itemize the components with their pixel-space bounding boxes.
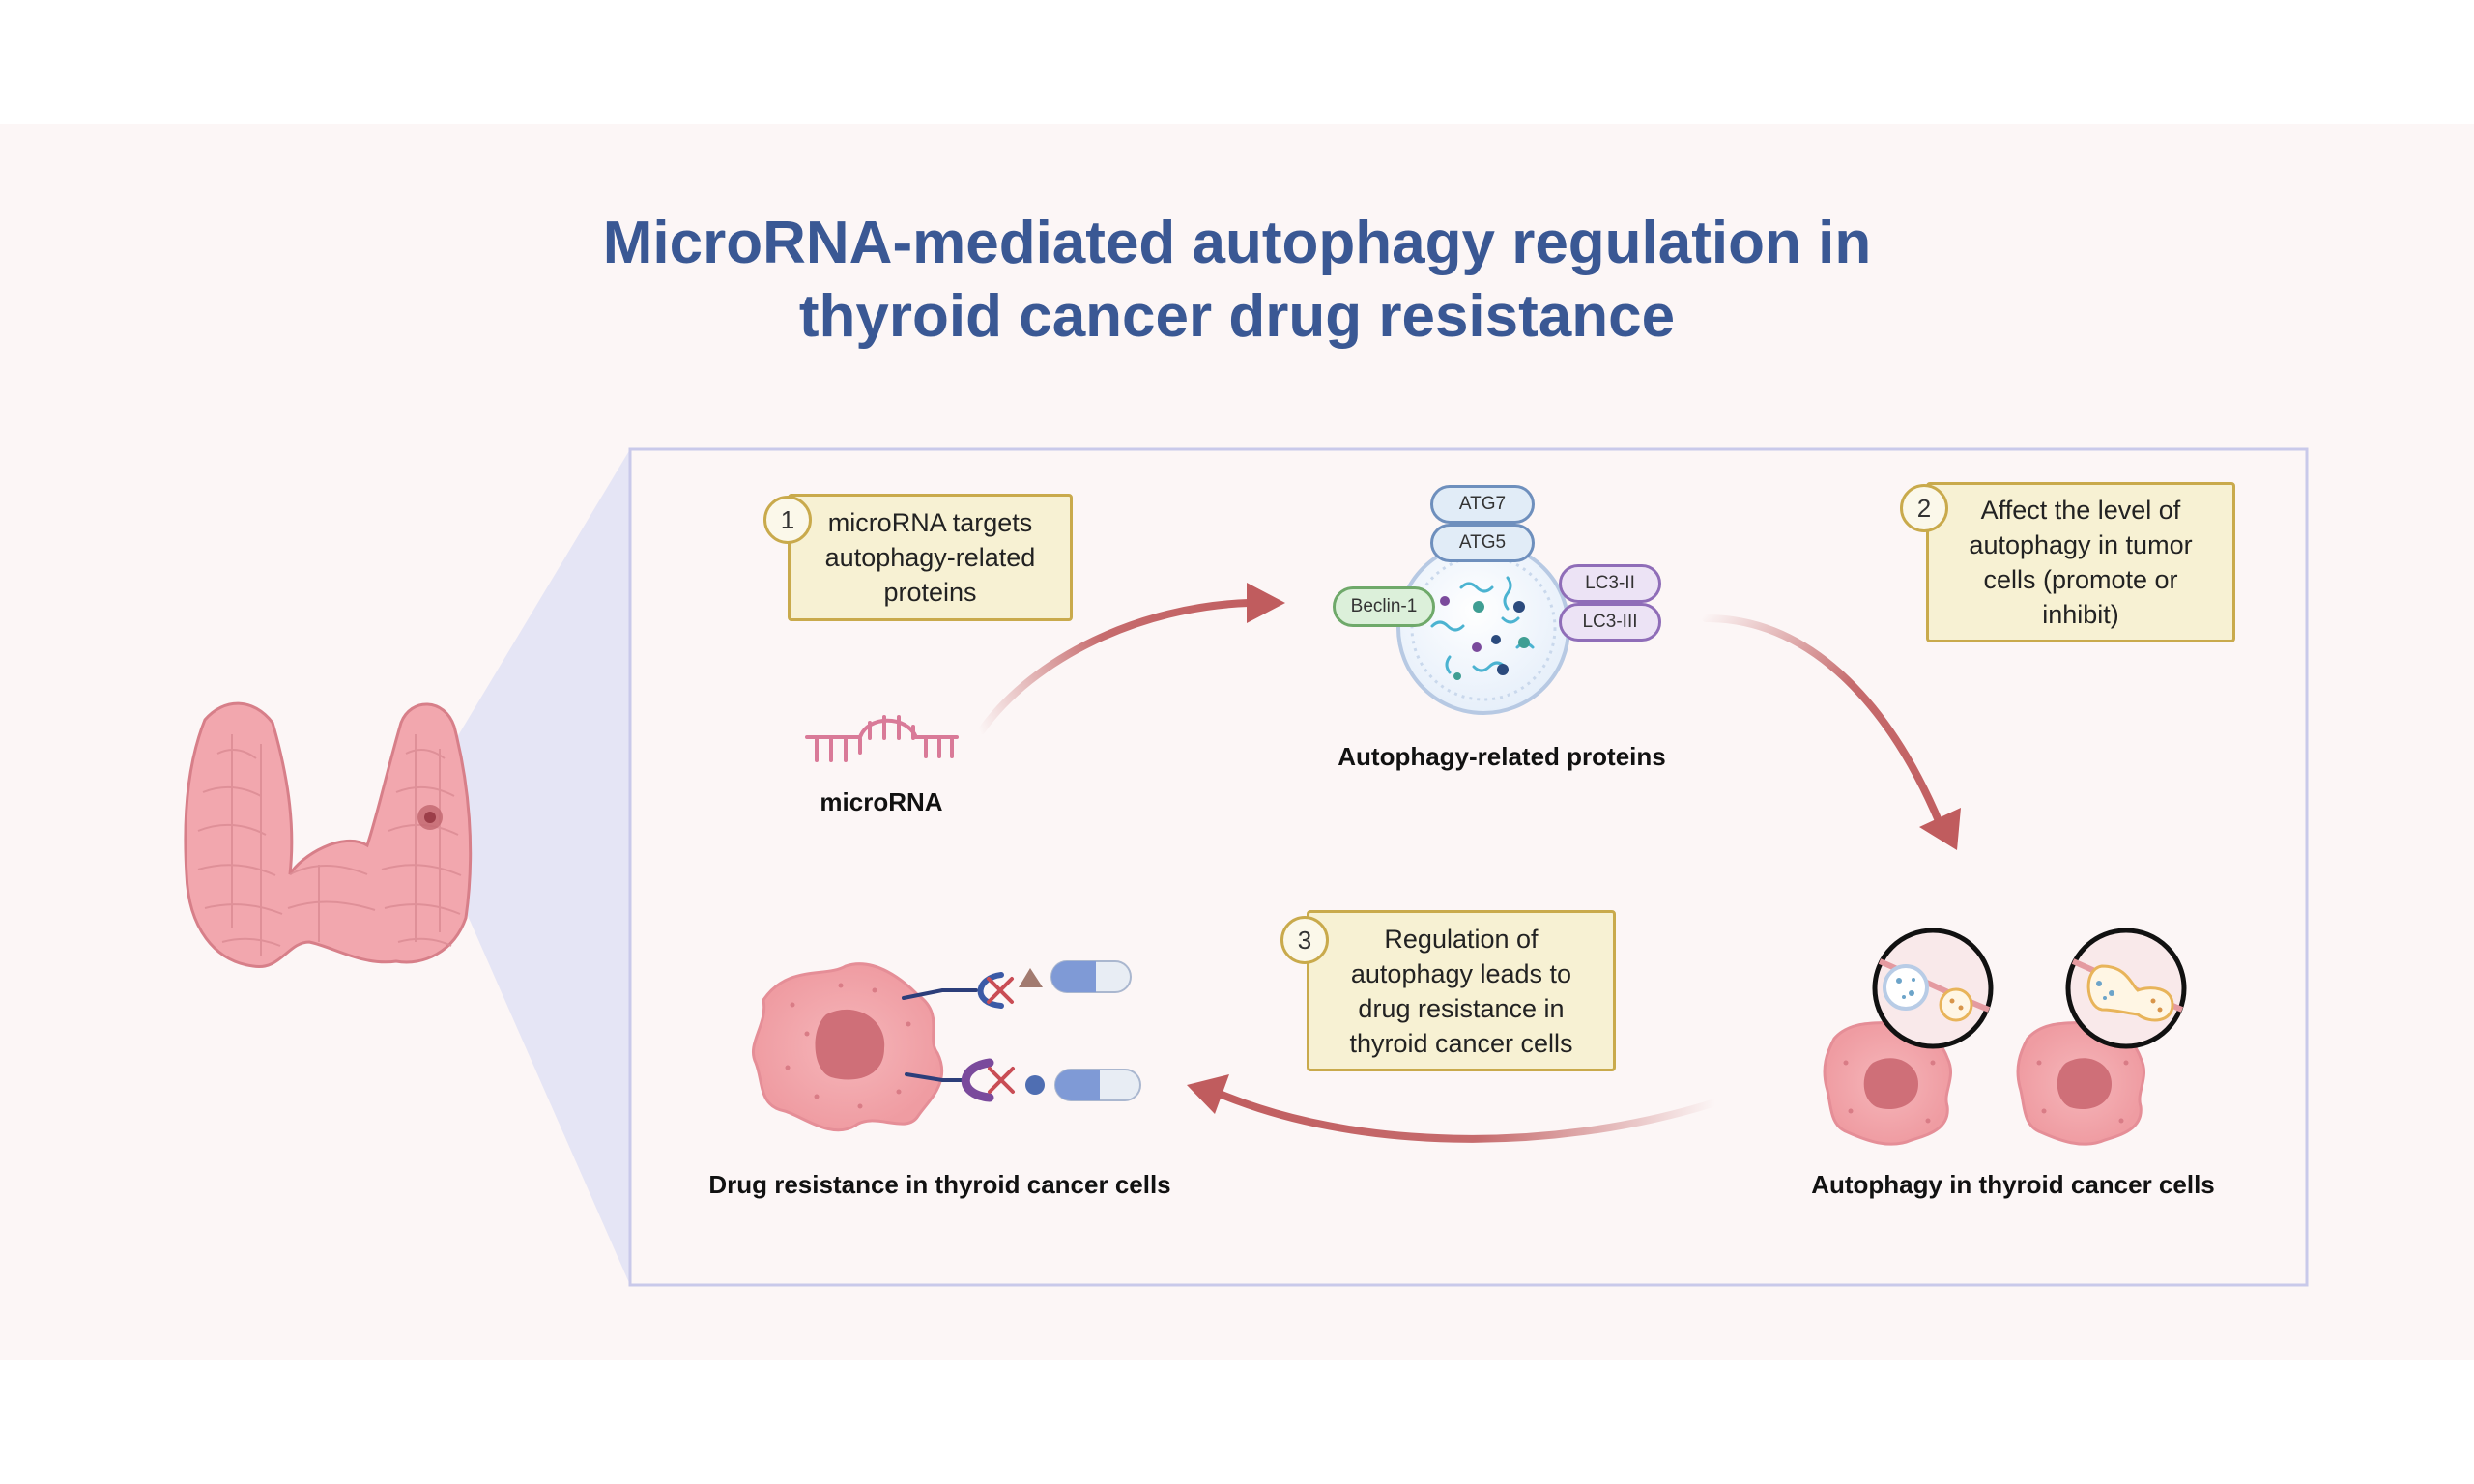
arrow-proteins-to-autophagy bbox=[1702, 614, 1943, 827]
magnifier-autophagosome-left bbox=[1872, 928, 1994, 1049]
step-1-badge: 1 bbox=[763, 496, 812, 544]
step-3-note: Regulation of autophagy leads to drug re… bbox=[1307, 910, 1616, 1071]
drug-resistance-label: Drug resistance in thyroid cancer cells bbox=[708, 1170, 1171, 1199]
drug-capsule-icon bbox=[1050, 960, 1141, 1101]
step-1-note: microRNA targets autophagy-related prote… bbox=[788, 494, 1073, 621]
cancer-cell-icon bbox=[752, 962, 944, 1132]
step-1-text: microRNA targets autophagy-related prote… bbox=[824, 508, 1036, 607]
arrow-autophagy-to-resistance bbox=[1216, 1090, 1716, 1143]
protein-pill-lc3ii: LC3-II bbox=[1559, 564, 1661, 603]
drug-circle-icon bbox=[1025, 1075, 1045, 1095]
receptor-cup-bottom bbox=[961, 1058, 994, 1102]
figure-title-line-2: thyroid cancer drug resistance bbox=[798, 283, 1676, 350]
step-2-text: Affect the level of autophagy in tumor c… bbox=[1969, 496, 2193, 629]
microrna-label: microRNA bbox=[820, 787, 943, 816]
figure-title-line-1: MicroRNA-mediated autophagy regulation i… bbox=[602, 210, 1872, 276]
step-3-badge: 3 bbox=[1280, 916, 1329, 964]
autophagy-proteins-label: Autophagy-related proteins bbox=[1338, 742, 1666, 771]
protein-pill-lc3iii: LC3-III bbox=[1559, 603, 1661, 642]
arrow-autophagy-to-resistance-head bbox=[1187, 1074, 1229, 1114]
protein-pill-atg7: ATG7 bbox=[1430, 485, 1535, 524]
cancer-cell-icon-right bbox=[2016, 1020, 2146, 1146]
step-2-badge: 2 bbox=[1900, 484, 1948, 532]
zoom-projection bbox=[437, 449, 630, 1285]
drug-triangle-icon bbox=[1019, 968, 1043, 987]
receptor-icon bbox=[902, 988, 978, 1082]
cancer-cell-icon-left bbox=[1823, 1020, 1953, 1146]
autophagy-cells-label: Autophagy in thyroid cancer cells bbox=[1811, 1170, 2215, 1199]
autophagosome-icon bbox=[1396, 541, 1570, 715]
step-2-note: Affect the level of autophagy in tumor c… bbox=[1926, 482, 2235, 642]
magnifier-autolysosome-right bbox=[2065, 928, 2187, 1049]
arrow-proteins-to-autophagy-head bbox=[1919, 808, 1961, 850]
protein-pill-atg5: ATG5 bbox=[1430, 524, 1535, 562]
microrna-icon bbox=[805, 715, 959, 762]
thyroid-gland-icon bbox=[184, 701, 473, 969]
arrow-microrna-to-proteins-head bbox=[1247, 583, 1285, 623]
blocked-x-icon bbox=[987, 977, 1015, 1094]
arrow-microrna-to-proteins bbox=[977, 599, 1252, 735]
receptor-cup-top bbox=[977, 972, 1004, 1009]
protein-pill-beclin: Beclin-1 bbox=[1333, 586, 1435, 627]
step-3-text: Regulation of autophagy leads to drug re… bbox=[1349, 924, 1573, 1058]
